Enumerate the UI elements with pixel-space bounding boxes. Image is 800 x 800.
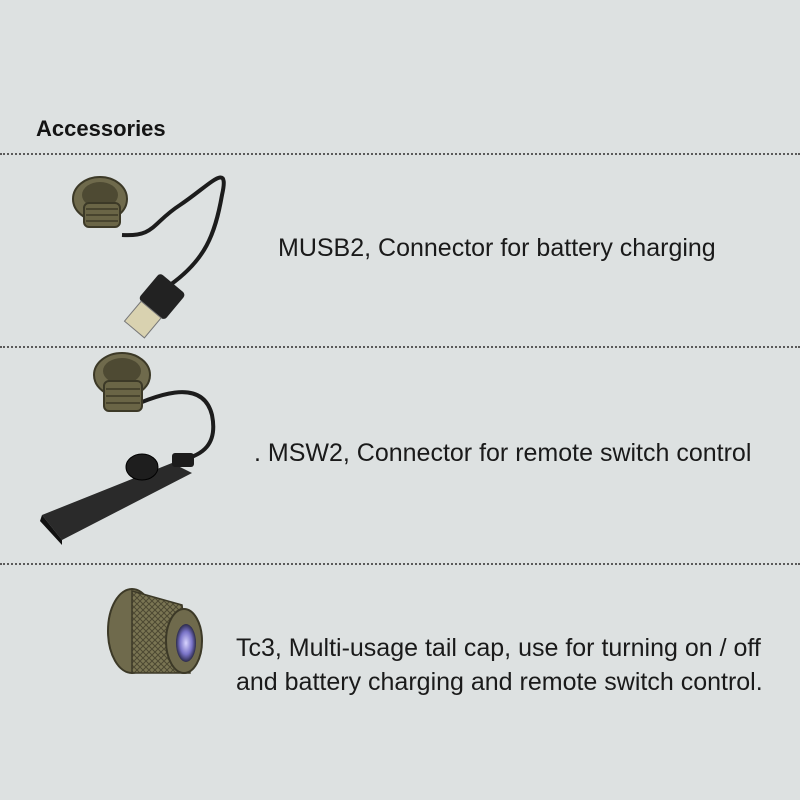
item-line: Tc3, Multi-usage tail cap, use for turni… [236, 634, 761, 662]
item-tc3-text: Tc3, Multi-usage tail cap, use for turni… [236, 631, 763, 699]
usb-charging-cable-icon [60, 165, 250, 345]
item-line: MUSB2, Connector for battery charging [278, 234, 716, 262]
section-heading: Accessories [36, 116, 166, 141]
section-divider [0, 563, 800, 565]
item-line: and battery charging and remote switch c… [236, 668, 763, 696]
item-musb2-text: MUSB2, Connector for battery charging [278, 231, 716, 265]
remote-pressure-switch-icon [32, 345, 222, 555]
tail-cap-icon [98, 583, 213, 693]
section-divider [0, 153, 800, 155]
item-msw2-text: . MSW2, Connector for remote switch cont… [254, 436, 751, 470]
section-divider [0, 346, 800, 348]
item-line: . MSW2, Connector for remote switch cont… [254, 439, 752, 467]
